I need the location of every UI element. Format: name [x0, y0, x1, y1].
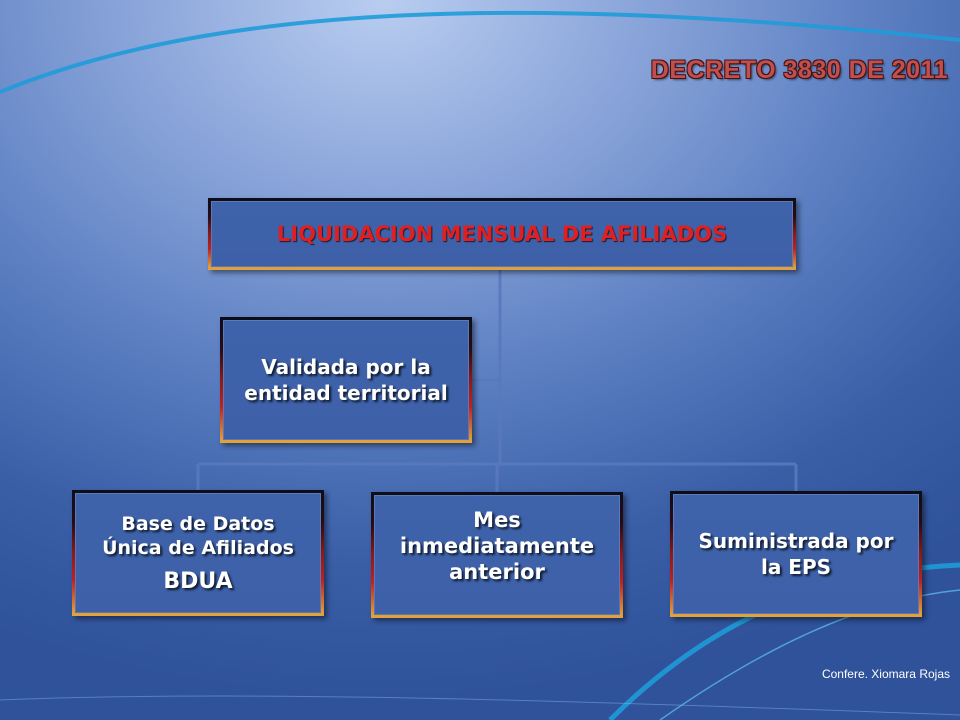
child-node-eps: Suministrada por la EPS [670, 491, 922, 617]
child-node-eps-line1: Suministrada por [698, 529, 894, 553]
child-node-mes-line1: Mes [473, 508, 521, 532]
child-node-bdua-line2: Única de Afiliados [102, 537, 294, 559]
credit-text: Confere. Xiomara Rojas [821, 667, 950, 681]
child-node-mes-line3: anterior [449, 560, 545, 584]
child-node-mes: Mes inmediatamente anterior [371, 492, 623, 618]
assistant-node-line2: entidad territorial [244, 381, 448, 405]
top-node-box: LIQUIDACION MENSUAL DE AFILIADOS [208, 198, 796, 270]
assistant-node-line1: Validada por la [261, 355, 431, 379]
child-node-bdua-line3: BDUA [163, 569, 233, 594]
child-node-eps-line2: la EPS [760, 555, 832, 579]
decree-title: DECRETO 3830 DE 2011 [650, 56, 948, 84]
assistant-node-box: Validada por la entidad territorial [220, 317, 472, 443]
child-node-mes-line2: inmediatamente [399, 534, 595, 558]
top-node-label: LIQUIDACION MENSUAL DE AFILIADOS [276, 222, 728, 246]
child-node-bdua-line1: Base de Datos [121, 513, 275, 535]
child-node-bdua: Base de Datos Única de Afiliados BDUA [72, 490, 324, 616]
